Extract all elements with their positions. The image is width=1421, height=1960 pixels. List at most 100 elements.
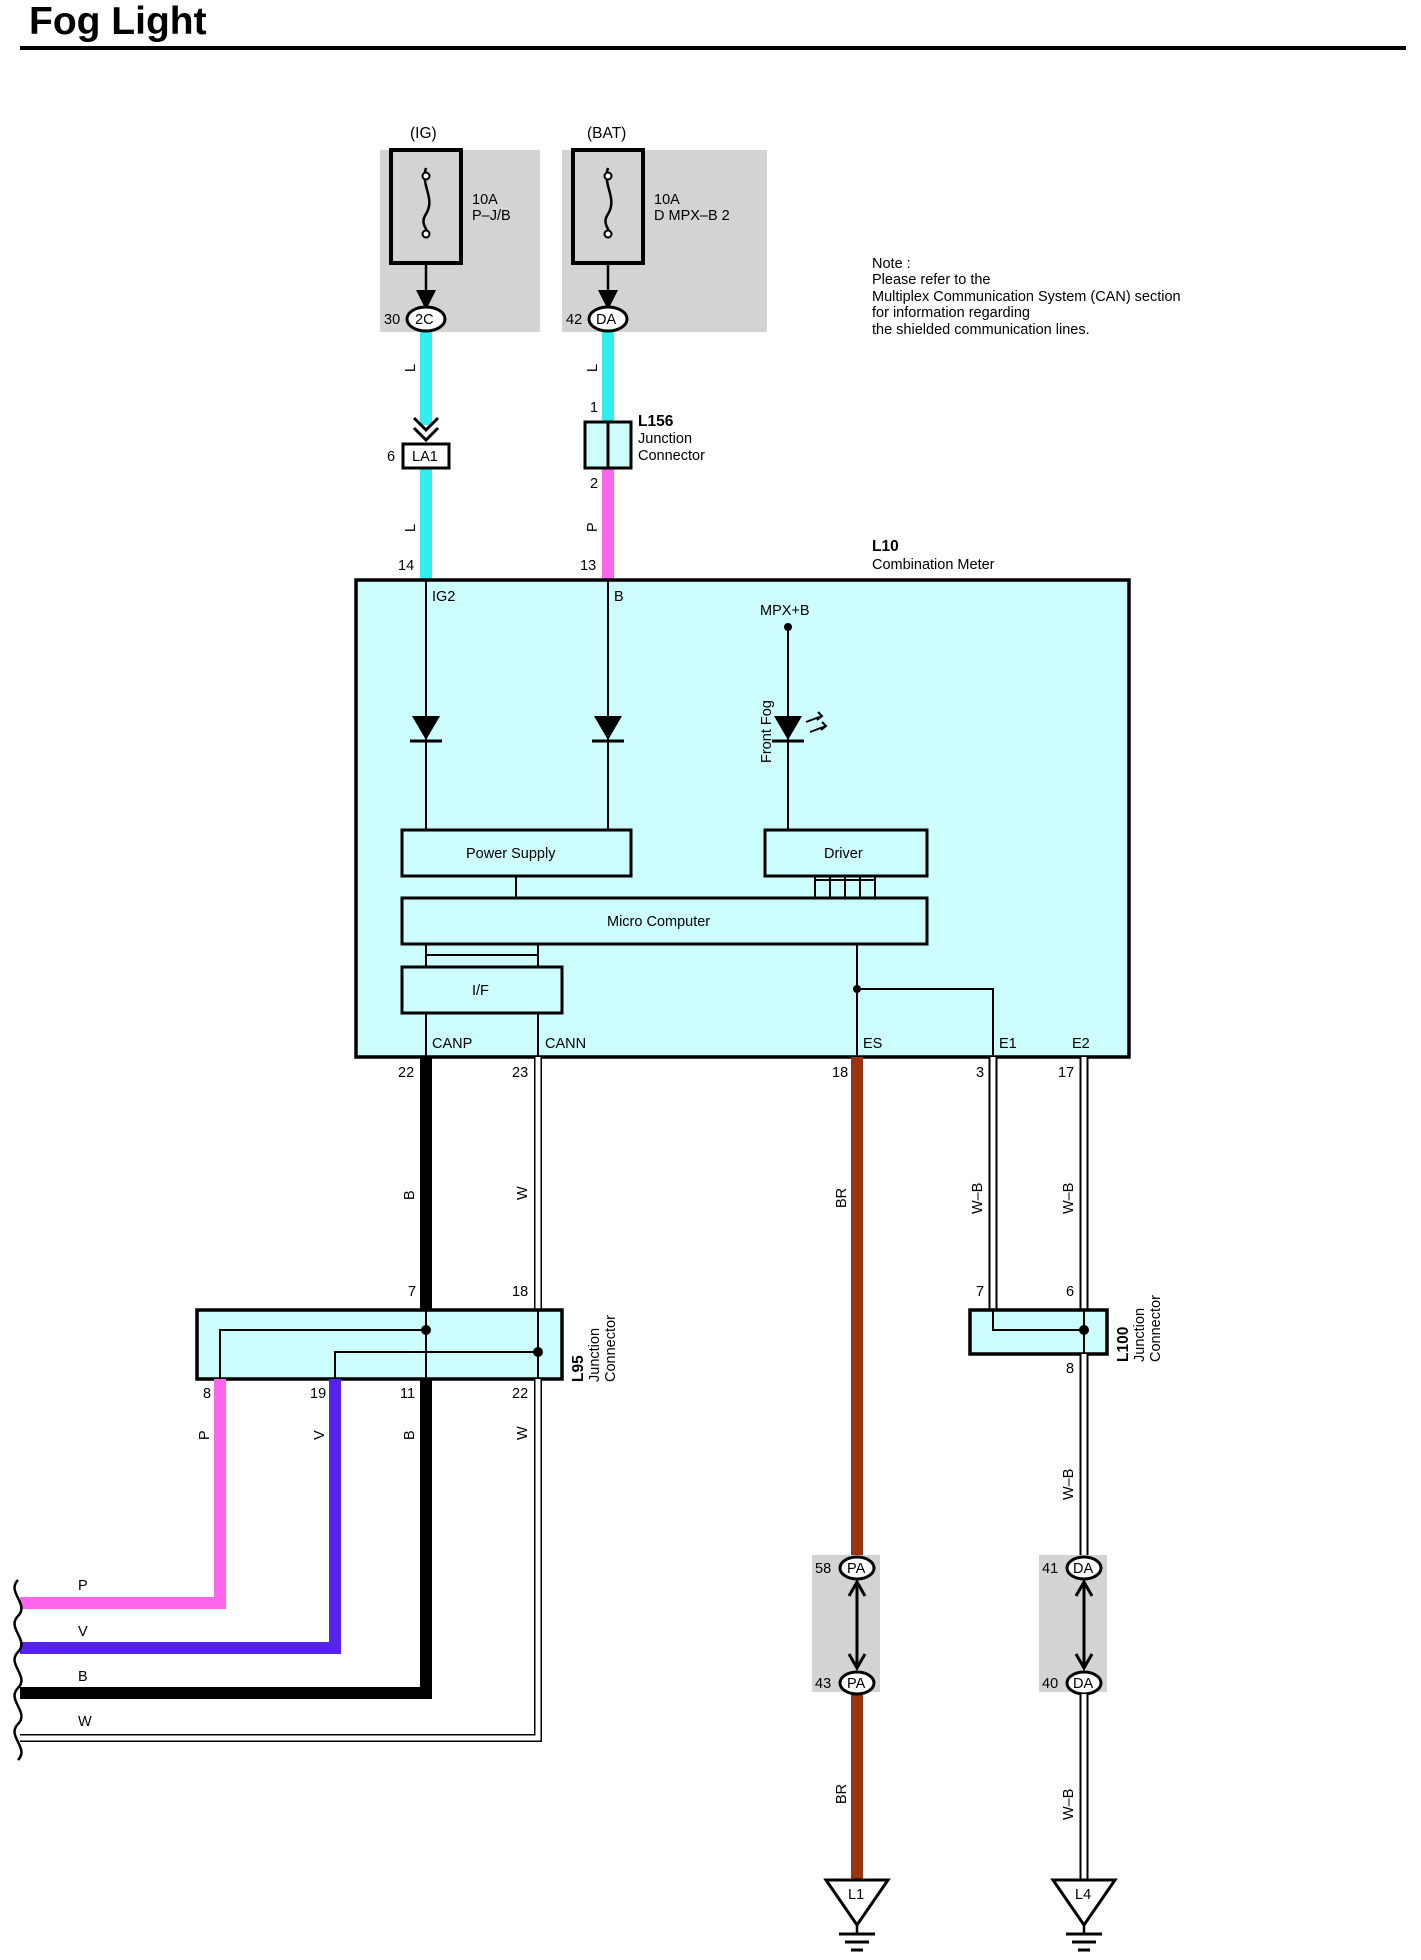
micro-computer-block xyxy=(400,896,929,946)
interface-block xyxy=(400,965,564,1015)
power-supply-label: Power Supply xyxy=(466,846,556,862)
title-rule xyxy=(20,46,1406,50)
micro-computer-label: Micro Computer xyxy=(607,914,710,930)
terminal-mpx-b: MPX+B xyxy=(760,603,810,619)
note-line-2: Please refer to the xyxy=(872,272,991,288)
pin-cann: 23 xyxy=(512,1065,528,1081)
l100-pin-6: 6 xyxy=(1066,1284,1074,1300)
fuse-bat-rating: 10A xyxy=(654,192,680,208)
note: Note : Please refer to the Multiplex Com… xyxy=(872,256,1181,338)
l156-pin-bottom: 2 xyxy=(590,476,598,492)
ground-l1 xyxy=(823,1878,891,1952)
wire-l95-p-color: P xyxy=(197,1430,213,1440)
pin-e1: 3 xyxy=(976,1065,984,1081)
l95-internal xyxy=(219,1310,543,1379)
page-title: Fog Light xyxy=(29,0,207,43)
bus-label-v: V xyxy=(78,1624,88,1640)
l156-line1: Junction xyxy=(638,431,692,447)
wire-es-bottom-color: BR xyxy=(834,1784,850,1804)
wire-l95-b xyxy=(20,1379,432,1699)
wire-l95-v-color: V xyxy=(312,1430,328,1440)
connector-da-top-label: DA xyxy=(596,312,616,328)
l10-name: Combination Meter xyxy=(872,557,995,573)
ground-l1-label: L1 xyxy=(848,1887,864,1903)
bus-label-w: W xyxy=(78,1714,92,1730)
ground-l4-label: L4 xyxy=(1075,1887,1091,1903)
da-bottom-label: DA xyxy=(1073,1676,1093,1692)
la1-chevron-icon xyxy=(412,416,440,443)
wire-l100-out-color: W–B xyxy=(1061,1469,1077,1500)
wire-ig-mid-color: L xyxy=(403,524,419,532)
terminal-es: ES xyxy=(863,1036,882,1052)
bus-label-b: B xyxy=(78,1669,88,1685)
l100-internal xyxy=(992,1310,1089,1354)
bus-label-p: P xyxy=(78,1578,88,1594)
diode-b-icon xyxy=(594,716,622,740)
l156-line2: Connector xyxy=(638,448,705,464)
pin-canp: 22 xyxy=(398,1065,414,1081)
wire-l95-b-color: B xyxy=(402,1430,418,1440)
terminal-ig2: IG2 xyxy=(432,589,455,605)
note-line-5: the shielded communication lines. xyxy=(872,322,1090,338)
connector-2c xyxy=(405,305,447,333)
terminal-canp: CANP xyxy=(432,1036,472,1052)
driver-label: Driver xyxy=(824,846,863,862)
pa-link-arrows-icon xyxy=(847,1578,867,1672)
pin-ig2: 14 xyxy=(398,558,414,574)
ig-source-label: (IG) xyxy=(410,125,437,142)
fuse-ig-rating: 10A xyxy=(472,192,498,208)
l10-id: L10 xyxy=(872,538,899,555)
l95-pin-7: 7 xyxy=(408,1284,416,1300)
connector-da-top-pin: 42 xyxy=(566,312,582,328)
wire-bat-top-color: L xyxy=(585,364,601,372)
interface-label: I/F xyxy=(472,983,489,999)
wire-e1-color: W–B xyxy=(970,1183,986,1214)
l156-pin-top: 1 xyxy=(590,400,598,416)
fuse-ig-name: P–J/B xyxy=(472,208,511,224)
wire-cann-color: W xyxy=(515,1186,531,1200)
l95-pin-18: 18 xyxy=(512,1284,528,1300)
pin-es: 18 xyxy=(832,1065,848,1081)
pin-e2: 17 xyxy=(1058,1065,1074,1081)
da-top-label: DA xyxy=(1073,1561,1093,1577)
wire-es-color: BR xyxy=(834,1188,850,1208)
wire-e-bottom-color: W–B xyxy=(1061,1789,1077,1820)
l95-pin-19: 19 xyxy=(310,1386,326,1402)
l95-pin-8: 8 xyxy=(203,1386,211,1402)
terminal-e2: E2 xyxy=(1072,1036,1090,1052)
pa-bottom-label: PA xyxy=(847,1676,866,1692)
l95-pin-11: 11 xyxy=(400,1386,415,1402)
terminal-b: B xyxy=(614,589,624,605)
wire-break-icon xyxy=(13,1579,23,1761)
l100-id: L100 xyxy=(1115,1327,1132,1362)
da-top-pin: 41 xyxy=(1042,1561,1058,1577)
ground-l4 xyxy=(1050,1878,1118,1952)
l100-line2: Connector xyxy=(1148,1295,1164,1362)
wire-canp-color: B xyxy=(402,1190,418,1200)
pa-top-pin: 58 xyxy=(815,1561,831,1577)
connector-2c-pin: 30 xyxy=(384,312,400,328)
l95-pin-22: 22 xyxy=(512,1386,528,1402)
fuse-bat-name: D MPX–B 2 xyxy=(654,208,730,224)
pin-b: 13 xyxy=(580,558,596,574)
note-line-3: Multiplex Communication System (CAN) sec… xyxy=(872,289,1181,305)
da-bottom-pin: 40 xyxy=(1042,1676,1058,1692)
da-link-arrows-icon xyxy=(1074,1578,1094,1672)
connector-2c-label: 2C xyxy=(415,312,434,328)
l95-id: L95 xyxy=(570,1355,587,1382)
l100-line1: Junction xyxy=(1132,1308,1148,1362)
front-fog-label: Front Fog xyxy=(759,700,775,763)
bat-source-label: (BAT) xyxy=(587,125,626,142)
pa-top-label: PA xyxy=(847,1561,866,1577)
wire-l95-v xyxy=(20,1379,341,1654)
wire-bat-mid-color: P xyxy=(585,522,601,532)
connector-da-top xyxy=(587,305,629,333)
l95-line2: Connector xyxy=(603,1315,619,1382)
la1-label: LA1 xyxy=(412,449,438,465)
wire-ig-top-color: L xyxy=(403,364,419,372)
pa-connector-bottom xyxy=(838,1670,876,1696)
l156-id: L156 xyxy=(638,413,674,430)
led-light-rays-icon xyxy=(805,711,828,733)
l95-connector xyxy=(195,1308,564,1381)
l95-line1: Junction xyxy=(587,1328,603,1382)
